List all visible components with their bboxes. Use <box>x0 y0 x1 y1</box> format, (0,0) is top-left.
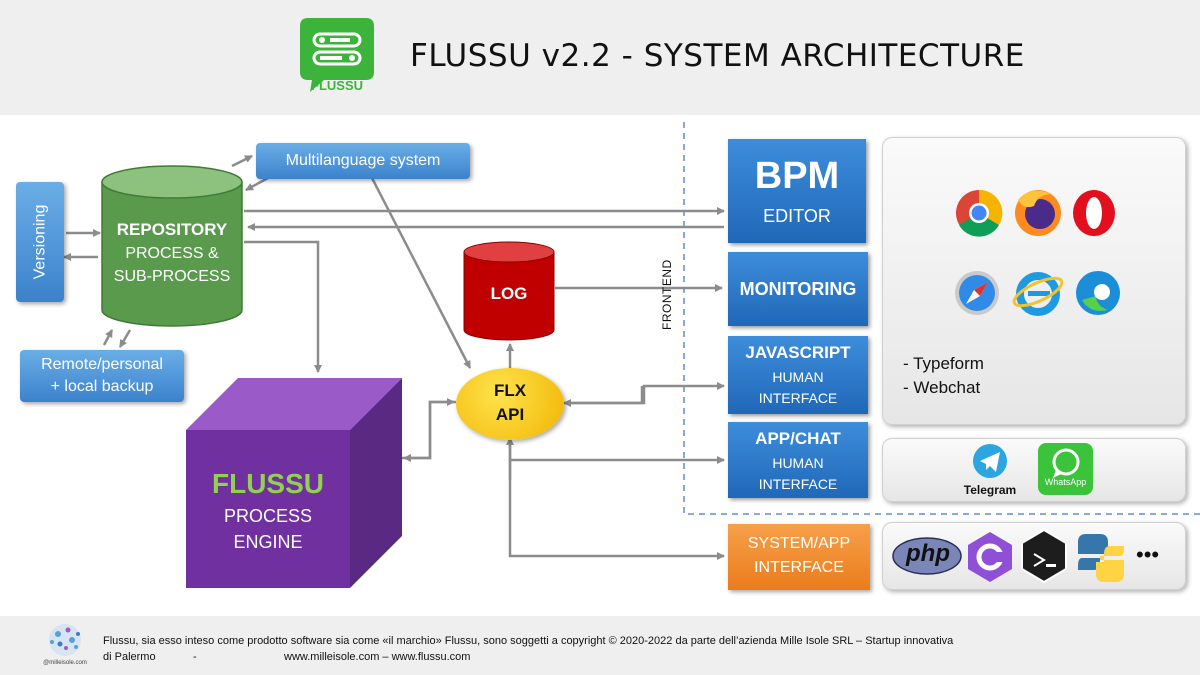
chrome-icon[interactable] <box>956 189 1003 237</box>
engine-cube-shape <box>186 378 402 588</box>
milleisole-logo-icon <box>49 624 81 656</box>
engine-brand: FLUSSU <box>212 468 324 499</box>
php-label: php <box>906 540 950 567</box>
browsers-panel <box>882 137 1186 425</box>
whatsapp-label: WhatsApp <box>1044 477 1087 487</box>
telegram-label: Telegram <box>963 483 1017 497</box>
system-line1: SYSTEM/APP <box>747 535 851 552</box>
arrow-multilang-to-api <box>370 177 472 369</box>
footer-line2-dash: - <box>193 651 197 663</box>
log-cylinder[interactable]: LOG <box>462 240 556 342</box>
versioning-box[interactable]: Versioning <box>16 182 64 302</box>
bash-icon[interactable] <box>1021 528 1067 584</box>
api-line2: API <box>495 405 525 424</box>
repository-cylinder-shape <box>101 165 243 327</box>
telegram-icon[interactable] <box>973 444 1007 478</box>
log-cylinder-shape <box>463 241 555 341</box>
repository-cylinder[interactable]: REPOSITORY PROCESS & SUB-PROCESS <box>100 164 244 328</box>
edge-icon[interactable] <box>1076 271 1120 315</box>
arrow-js-to-api <box>563 386 644 407</box>
multilanguage-box[interactable]: Multilanguage system <box>256 143 470 179</box>
javascript-line1: HUMAN <box>772 369 824 385</box>
flussu-logo-icon <box>300 18 374 92</box>
arrow-api-to-system <box>508 460 725 560</box>
javascript-line2: INTERFACE <box>758 390 838 406</box>
javascript-title: JAVASCRIPT <box>745 343 851 362</box>
appchat-line1: HUMAN <box>772 455 824 471</box>
bpm-editor-box[interactable]: BPM EDITOR <box>728 139 866 243</box>
panel-item-typeform: - Typeform <box>903 354 984 373</box>
engine-line2: ENGINE <box>233 532 303 552</box>
bpm-title: BPM <box>754 155 840 197</box>
footer-websites[interactable]: www.milleisole.com – www.flussu.com <box>284 651 471 663</box>
arrow-repo-to-multilang <box>231 154 253 168</box>
more-languages: ••• <box>1136 542 1160 567</box>
arrow-repo-to-backup <box>118 329 132 348</box>
arrow-multilang-to-repo <box>245 176 269 192</box>
milleisole-logo-text: @milleisole.com <box>43 660 87 666</box>
backup-line2: + local backup <box>50 378 154 395</box>
repository-line2: SUB-PROCESS <box>113 268 231 285</box>
api-line1: FLX <box>493 381 527 400</box>
opera-icon[interactable] <box>1073 190 1115 236</box>
footer-bar <box>0 616 1200 675</box>
safari-icon[interactable] <box>955 271 999 315</box>
panel-item-webchat: - Webchat <box>903 378 981 397</box>
backup-line1: Remote/personal <box>41 356 163 373</box>
process-engine-cube[interactable]: FLUSSU PROCESS ENGINE <box>186 378 402 588</box>
messaging-panel <box>882 438 1186 502</box>
monitoring-box[interactable]: MONITORING <box>728 252 868 326</box>
arrow-backup-to-repo <box>102 329 114 346</box>
backup-box[interactable]: Remote/personal + local backup <box>20 350 184 402</box>
page-title: FLUSSU v2.2 - SYSTEM ARCHITECTURE <box>410 38 1025 74</box>
logo-text: FLUSSU <box>311 78 363 93</box>
footer-line2-city: di Palermo <box>103 651 156 663</box>
system-app-box[interactable]: SYSTEM/APP INTERFACE <box>728 524 870 590</box>
flx-api-node[interactable]: FLX API <box>456 368 564 440</box>
engine-line1: PROCESS <box>223 506 313 526</box>
php-icon[interactable] <box>892 537 962 575</box>
appchat-title: APP/CHAT <box>755 429 841 448</box>
appchat-box[interactable]: APP/CHAT HUMAN INTERFACE <box>728 422 868 498</box>
repository-title: REPOSITORY <box>116 220 228 239</box>
header-bar <box>0 0 1200 115</box>
python-icon[interactable] <box>1078 534 1124 582</box>
bpm-sub: EDITOR <box>763 206 831 226</box>
arrow-repo-to-engine <box>244 240 322 373</box>
footer-text: Flussu, sia esso inteso come prodotto so… <box>103 633 1063 665</box>
footer-line2: di Palermo - www.milleisole.com – www.fl… <box>103 649 1063 665</box>
repository-line1: PROCESS & <box>125 245 219 262</box>
system-line2: INTERFACE <box>754 559 844 576</box>
whatsapp-icon[interactable] <box>1038 443 1093 495</box>
monitoring-label: MONITORING <box>739 279 857 299</box>
flussu-logo: FLUSSU <box>298 16 376 98</box>
csharp-icon[interactable] <box>968 532 1012 582</box>
internet-explorer-icon[interactable] <box>1011 272 1066 316</box>
firefox-icon[interactable] <box>1015 190 1061 236</box>
footer-line1: Flussu, sia esso inteso come prodotto so… <box>103 635 954 647</box>
arrow-engine-to-api <box>402 398 455 460</box>
milleisole-logo: @milleisole.com <box>38 620 92 672</box>
appchat-line2: INTERFACE <box>758 476 838 492</box>
log-label: LOG <box>490 284 528 303</box>
javascript-box[interactable]: JAVASCRIPT HUMAN INTERFACE <box>728 336 868 414</box>
